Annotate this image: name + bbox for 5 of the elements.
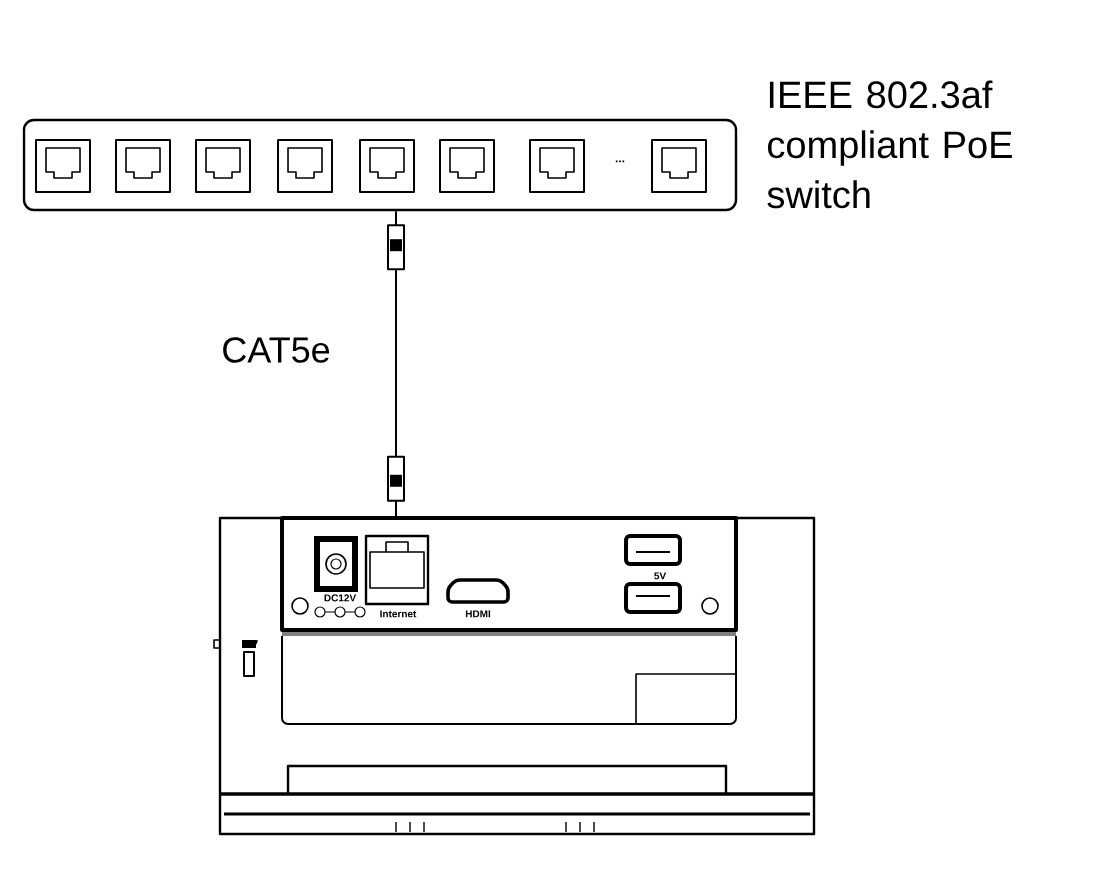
- cable: [395, 210, 397, 518]
- switch-label: IEEE 802.3af compliant PoE switch: [767, 80, 1012, 209]
- switch-box: [22, 118, 738, 212]
- device-drawing: [213, 516, 816, 836]
- edge-label: CAT5e: [219, 335, 333, 365]
